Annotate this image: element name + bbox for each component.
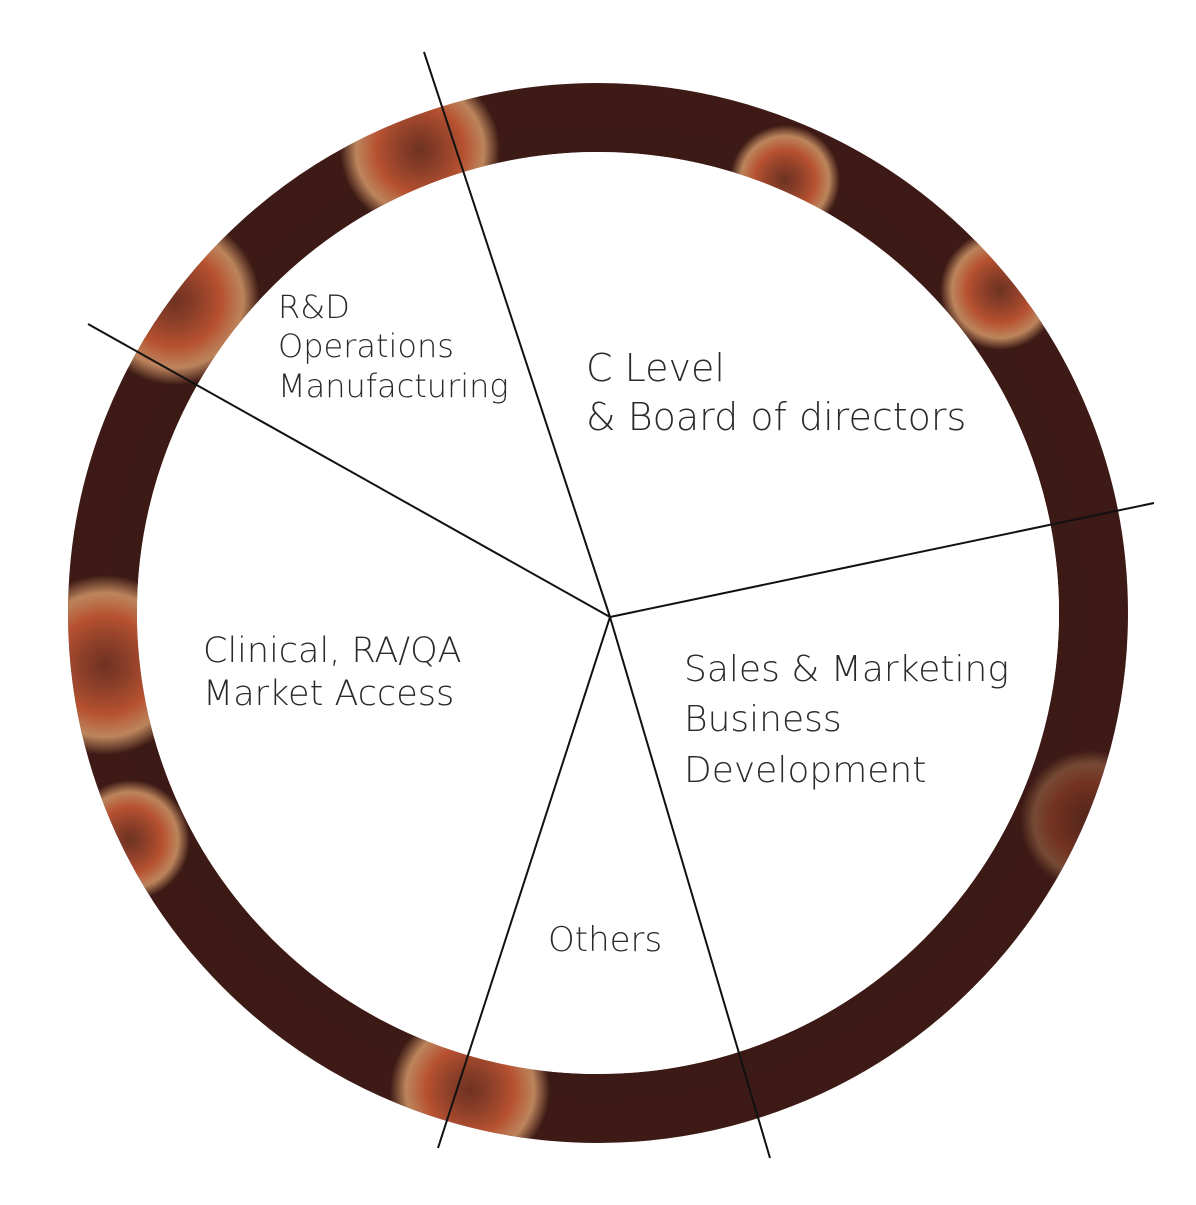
divider-bottom-left [437, 616, 611, 1149]
label-line: Development [684, 749, 927, 791]
dividers [87, 51, 1155, 1159]
label-line: Business [684, 699, 842, 741]
label-line: Manufacturing [278, 366, 509, 405]
segment-label-rd-operations: R&D Operations Manufacturing [278, 288, 509, 406]
divider-right [609, 502, 1155, 618]
divider-top [423, 51, 611, 618]
segment-label-sales-marketing: Sales & Marketing Business Development [684, 645, 1009, 796]
divider-left [87, 323, 611, 618]
label-line: R&D [278, 288, 350, 326]
label-line: Others [548, 920, 663, 960]
label-line: Sales & Marketing [684, 649, 1009, 690]
label-line: Clinical, RA/QA [203, 631, 462, 671]
label-line: Market Access [203, 674, 455, 715]
label-line: C Level [586, 346, 725, 390]
label-line: & Board of directors [586, 395, 967, 440]
label-line: Operations [278, 327, 454, 366]
segment-label-others: Others [548, 920, 662, 962]
segment-label-c-level: C Level & Board of directors [586, 344, 966, 443]
divider-bottom-right [609, 616, 771, 1159]
inner-disc [137, 152, 1059, 1074]
segment-label-clinical: Clinical, RA/QA Market Access [203, 630, 462, 716]
